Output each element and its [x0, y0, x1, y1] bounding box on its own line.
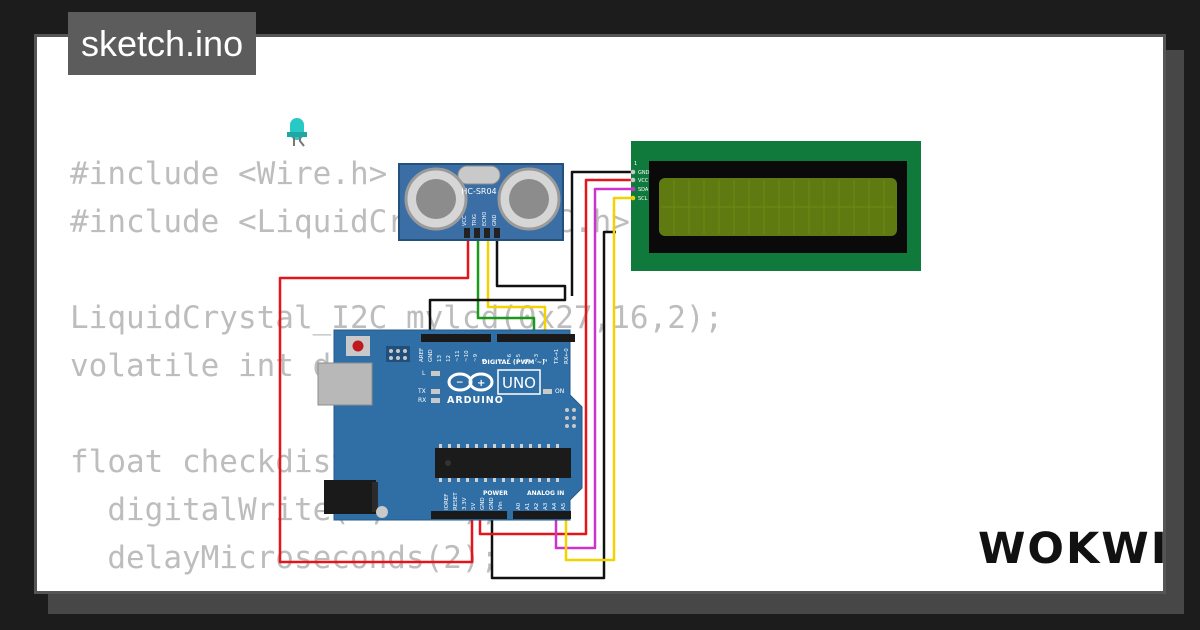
power-pin-label: GND — [489, 497, 495, 510]
digital-pin-label: 13 — [437, 355, 443, 362]
sensor-model-label: HC-SR04 — [461, 187, 496, 196]
led-label: RX — [418, 397, 426, 404]
lcd-pin-label: GND — [638, 170, 650, 176]
digital-pin-label: ~3 — [534, 353, 540, 362]
wire-black-lcd-gnd-return — [490, 230, 616, 580]
wire-yellow-scl — [564, 196, 636, 562]
wire-red-lcd-vcc — [478, 178, 636, 536]
analog-pin-label: A2 — [534, 503, 540, 510]
digital-pin-label: GND — [428, 349, 434, 362]
svg-text:−: − — [456, 378, 464, 388]
power-pin-label: Vin — [498, 501, 504, 510]
led-label: L — [422, 370, 426, 377]
digital-pin-label: 8 — [482, 358, 488, 362]
wokwi-logo: WOKWI — [978, 524, 1169, 574]
analog-pin-label: A4 — [552, 502, 558, 510]
wire-magenta-sda — [554, 187, 636, 550]
lcd-pin-marker: 1 — [634, 161, 637, 167]
arduino-uno-board[interactable]: AREF GND 13 12 ~11 ~10 ~9 8 7 ~6 ~5 4 ~3… — [317, 329, 583, 521]
sensor-pin-label: ECHO — [482, 212, 488, 226]
arduino-model-label: UNO — [502, 374, 536, 392]
digital-pin-label: ~5 — [516, 353, 522, 362]
arduino-infinity-logo — [447, 372, 494, 392]
wire-black-lcd-gnd — [570, 170, 636, 296]
lcd-display[interactable]: 1 GND VCC SDA SCL — [630, 141, 921, 271]
digital-pin-label: TX→1 — [554, 349, 560, 365]
led-icon[interactable] — [287, 118, 307, 147]
code-line: delayMicroseconds(2); — [70, 540, 500, 576]
digital-header-label: DIGITAL (PWM ~) — [482, 358, 545, 366]
code-line: digitalWrite(2, HIGH); — [70, 582, 723, 591]
project-preview-card[interactable]: #include <Wire.h>#include <LiquidCrystal… — [34, 34, 1166, 594]
power-pin-label: 5V — [471, 503, 477, 510]
lcd-pin-label: SDA — [638, 187, 649, 193]
digital-pin-label: 4 — [525, 358, 531, 362]
analog-pin-label: A5 — [561, 502, 567, 510]
led-label: TX — [417, 388, 426, 395]
lcd-pin-label: SCL — [638, 196, 648, 202]
digital-pin-label: ~6 — [507, 353, 513, 362]
wire-yellow-echo — [486, 238, 547, 338]
lcd-pin-label: VCC — [638, 178, 649, 184]
digital-pin-label: 2 — [543, 359, 549, 363]
ultrasonic-sensor[interactable]: HC-SR04 VCC TRIG ECHO GND — [398, 163, 564, 241]
power-header-label: POWER — [483, 490, 508, 497]
digital-pin-label: 12 — [446, 355, 452, 362]
analog-pin-label: A3 — [543, 502, 549, 510]
analog-header-label: ANALOG IN — [527, 490, 564, 497]
analog-pin-label: A1 — [525, 503, 531, 510]
digital-pin-label: ~9 — [473, 353, 479, 362]
sensor-pin-label: VCC — [462, 215, 468, 226]
wire-green-trig — [476, 238, 536, 338]
on-label: ON — [555, 388, 564, 395]
digital-pin-label: RX←0 — [564, 348, 570, 364]
digital-pin-label: AREF — [419, 348, 425, 362]
power-pin-label: 3.3V — [462, 497, 468, 510]
project-title[interactable]: sketch.ino — [68, 12, 257, 75]
wire-black-gnd — [428, 238, 567, 338]
power-pin-label: RESET — [453, 492, 459, 510]
wires — [278, 170, 636, 580]
power-pin-label: IOREF — [444, 494, 450, 510]
digital-pin-label: ~10 — [464, 350, 470, 362]
digital-pin-label: ~11 — [455, 350, 461, 362]
power-pin-label: GND — [480, 497, 486, 510]
arduino-brand-label: ARDUINO — [447, 395, 504, 406]
analog-pin-label: A0 — [516, 502, 522, 510]
digital-pin-label: 7 — [498, 358, 504, 362]
sensor-pin-label: TRIG — [472, 214, 478, 227]
svg-text:+: + — [477, 378, 485, 389]
sensor-pin-label: GND — [492, 214, 498, 226]
wire-red-vcc — [278, 238, 474, 564]
code-line: #include <Wire.h> — [70, 156, 388, 192]
